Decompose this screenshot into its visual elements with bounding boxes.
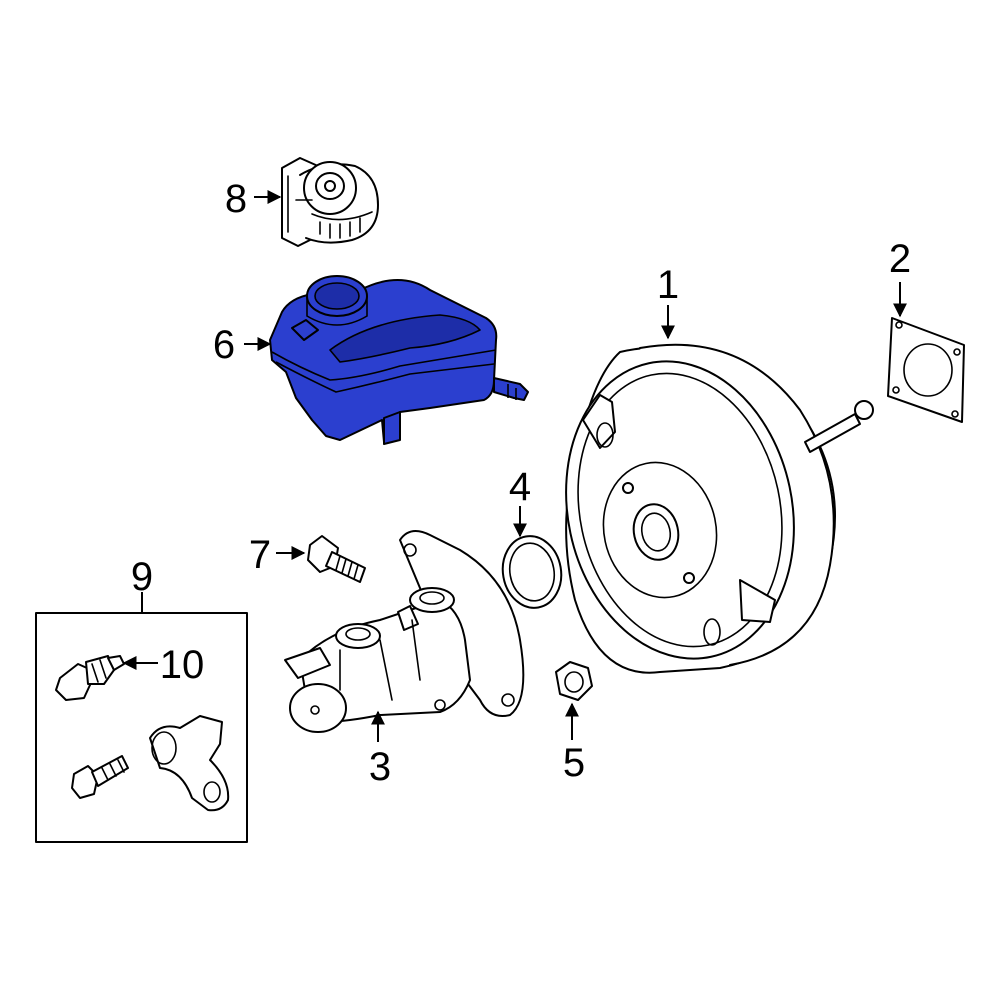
callout-7[interactable]: 7 <box>249 533 271 577</box>
sensor-kit-group[interactable] <box>35 612 248 843</box>
callout-10[interactable]: 10 <box>160 643 205 687</box>
callout-2[interactable]: 2 <box>889 237 911 281</box>
hex-nut-part[interactable] <box>555 661 593 701</box>
callout-labels: 1 2 3 4 5 6 7 8 9 10 <box>131 177 911 789</box>
callout-5[interactable]: 5 <box>563 741 585 785</box>
reservoir-cap-part[interactable] <box>281 157 379 247</box>
callout-6[interactable]: 6 <box>213 323 235 367</box>
leader-lines <box>122 190 907 742</box>
booster-gasket-part[interactable] <box>887 317 965 423</box>
callout-9[interactable]: 9 <box>131 555 153 599</box>
master-cylinder-part[interactable] <box>284 530 525 733</box>
callout-3[interactable]: 3 <box>369 745 391 789</box>
pressure-sensor-part[interactable] <box>55 655 125 701</box>
o-ring-seal-part[interactable] <box>497 532 567 613</box>
callout-4[interactable]: 4 <box>509 465 531 509</box>
callout-1[interactable]: 1 <box>657 263 679 307</box>
brake-fluid-reservoir-part[interactable] <box>269 275 529 445</box>
mounting-bolt-part[interactable] <box>307 535 366 583</box>
brake-booster-part[interactable] <box>539 340 874 680</box>
callout-8[interactable]: 8 <box>225 177 247 221</box>
